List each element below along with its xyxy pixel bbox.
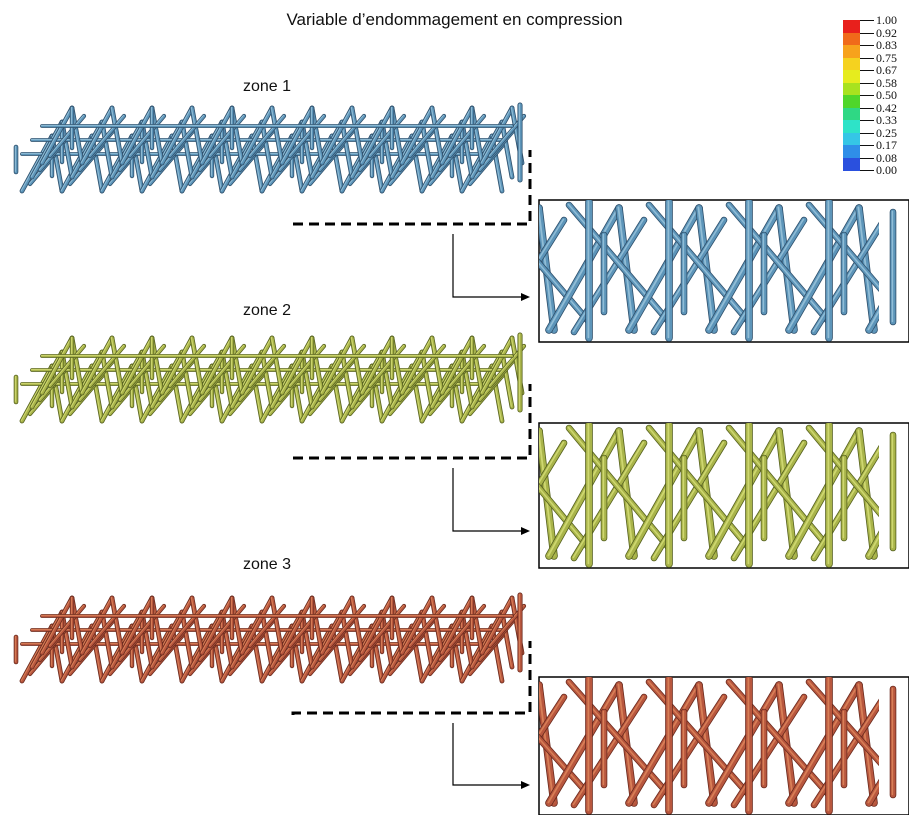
legend-tick-label: 0.17	[876, 138, 897, 152]
legend-tick-label: 0.42	[876, 100, 897, 115]
legend-tick-mark	[860, 107, 874, 109]
legend-tick-label: 0.00	[876, 163, 897, 177]
legend-tick-label: 0.67	[876, 63, 897, 77]
zone-1-label: zone 1	[243, 78, 292, 95]
legend-swatch	[843, 70, 860, 83]
zone-2-lattice	[13, 332, 527, 424]
zone-2-zoom-panel	[538, 422, 909, 569]
zone-2-label: zone 2	[243, 302, 292, 319]
legend-swatch	[843, 57, 860, 71]
legend-tick-mark	[860, 132, 874, 134]
legend-tick-mark	[860, 170, 874, 171]
zone-1-lattice	[13, 102, 527, 194]
legend-swatch	[843, 20, 860, 33]
legend-tick-label: 0.08	[876, 150, 897, 165]
legend-tick-label: 0.25	[876, 125, 897, 140]
legend-tick-mark	[860, 82, 874, 84]
legend-tick-mark	[860, 57, 874, 59]
zoom-callout	[291, 641, 532, 789]
legend-tick-label: 0.58	[876, 75, 897, 90]
legend-tick-label: 0.92	[876, 25, 897, 40]
zone-3-zoom-panel	[538, 676, 909, 815]
legend-tick-label: 1.00	[876, 13, 897, 27]
figure-title: Variable d’endommagement en compression	[286, 10, 623, 29]
legend-swatch	[843, 145, 860, 158]
legend-tick-label: 0.33	[876, 113, 897, 127]
legend-swatch	[843, 82, 860, 96]
zoom-callout	[293, 384, 532, 535]
legend-tick-mark	[860, 120, 874, 121]
legend-swatch	[843, 157, 860, 171]
zone-1-zoom-panel	[538, 199, 909, 343]
legend-tick-label: 0.50	[876, 88, 897, 102]
legend-swatch	[843, 45, 860, 58]
legend-tick-mark	[860, 20, 874, 21]
legend-tick-mark	[860, 32, 874, 34]
zone-3-label: zone 3	[243, 556, 292, 573]
legend-swatch	[843, 95, 860, 108]
legend-tick-mark	[860, 145, 874, 146]
legend-swatch	[843, 32, 860, 46]
legend-swatch	[843, 107, 860, 121]
legend-tick-label: 0.75	[876, 50, 897, 65]
legend-tick-mark	[860, 70, 874, 71]
legend-tick-mark	[860, 95, 874, 96]
legend-tick-label: 0.83	[876, 38, 897, 52]
zone-3-lattice	[13, 592, 527, 684]
legend-tick-mark	[860, 45, 874, 46]
zoom-callout	[293, 150, 532, 301]
legend-swatch	[843, 132, 860, 146]
legend-tick-mark	[860, 157, 874, 159]
legend-swatch	[843, 120, 860, 133]
